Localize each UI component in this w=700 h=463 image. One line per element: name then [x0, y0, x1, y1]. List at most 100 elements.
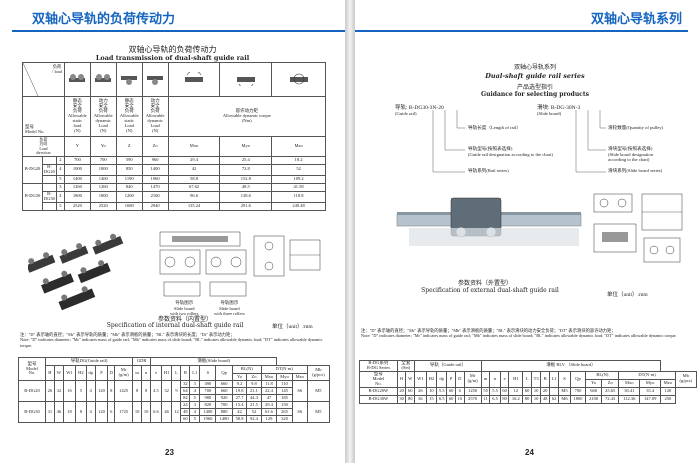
value-cell	[548, 386, 560, 396]
header-cell: Mr (g/m)	[463, 370, 482, 388]
thumb-cell	[141, 62, 169, 97]
header-cell: W1	[414, 370, 427, 388]
header-rule	[355, 30, 688, 32]
value-cell: M5	[558, 386, 571, 396]
value-cell: 150	[276, 401, 293, 409]
subheader-cell: Myo	[276, 373, 293, 381]
callout-quantity-pulley: 滑轮数量(Quantity of pulley)	[608, 125, 664, 130]
value-cell: M6	[558, 394, 571, 404]
value-cell: 58.8	[231, 415, 248, 423]
value-cell: 48	[180, 408, 191, 416]
value-cell: 31	[44, 401, 55, 423]
value-cell: 660	[215, 380, 233, 388]
value-cell: 20	[540, 386, 550, 396]
roller-count-cell: 2	[55, 156, 65, 165]
guide-rail-code: 导轨: B-DG30-3N-20	[395, 105, 444, 111]
value-cell: 920	[215, 394, 233, 402]
value-cell: 129	[260, 415, 278, 423]
value-cell: 660	[585, 386, 603, 396]
value-cell: 11	[480, 394, 491, 404]
value-cell: 2570	[463, 394, 482, 404]
value-cell: 152.8	[219, 174, 273, 184]
header-series: B-DG系列 B-DG Series	[359, 360, 398, 372]
thumb-cell	[271, 62, 326, 97]
page-header: 双轴心导轨的负荷传动力	[32, 12, 176, 27]
model-cell: B-DG30W	[359, 394, 398, 404]
header-cell: L	[522, 370, 532, 388]
corner-bottom-label: 型号 Model No.	[22, 96, 65, 137]
value-cell: 60	[446, 386, 456, 396]
header-cell: L1	[548, 370, 560, 388]
header-cell: Qp	[215, 365, 233, 381]
header-mb: Mb (g/pcs)	[674, 370, 698, 388]
header-mb: Mb (g/pcs)	[306, 365, 331, 381]
thumb-cell	[89, 62, 117, 97]
header-cell: m	[132, 365, 143, 381]
header-cell: S	[558, 370, 571, 388]
diagonal-line	[23, 63, 39, 96]
value-cell: 15	[425, 394, 437, 404]
value-cell: 80	[522, 394, 532, 404]
value-cell: 1960	[141, 174, 169, 184]
value-cell: 1250	[463, 386, 482, 396]
value-cell: 15.4	[231, 401, 248, 409]
value-cell: 60	[499, 386, 510, 396]
value-cell: 64	[180, 387, 191, 395]
value-cell: 20	[396, 386, 407, 396]
spec-title-en: Specification of internal dual-shaft gui…	[106, 322, 244, 329]
header-cell: H1	[508, 370, 524, 388]
value-cell: 12	[171, 401, 182, 423]
col-dynamic-load-2: 动力 安全 负荷 Allowable dynamic Load (N)	[141, 96, 169, 137]
subheader-cell: Mxo	[260, 373, 278, 381]
header-cell: m	[480, 370, 491, 388]
page-number: 24	[525, 448, 534, 457]
value-cell: 1000	[89, 164, 117, 176]
header-cell: 型号 Model No.	[359, 370, 398, 388]
subheader-cell: Mxo	[618, 379, 641, 388]
value-cell: 61.6	[260, 408, 278, 416]
header-set: 全套 (Set)	[396, 360, 416, 372]
value-cell: 60	[180, 415, 191, 423]
value-cell: 118.8	[271, 190, 326, 203]
value-cell: 138.6	[219, 190, 273, 203]
value-cell: 1680	[115, 201, 143, 211]
value-cell: 72.8	[219, 164, 273, 176]
value-cell: 1400	[89, 174, 117, 184]
page-24: 双轴心导轨系列 双轴心导轨系列 Dual-shaft guide rail se…	[354, 0, 700, 463]
sub-yo: Yo	[89, 136, 117, 157]
value-cell: 32	[53, 380, 64, 402]
value-cell: 3	[189, 380, 201, 388]
value-cell: 29.4	[260, 401, 278, 409]
spec-title-en: Specification of external dual-shaft gui…	[421, 287, 559, 294]
model-cell: B-DG20	[22, 156, 43, 184]
value-cell: 1960	[199, 415, 217, 423]
value-cell: 9.2	[231, 380, 248, 388]
value-cell: 35.4	[639, 386, 662, 396]
value-cell: 10	[425, 386, 437, 396]
sub-model-cell: B-DG30	[41, 190, 57, 203]
header-slide-board: 滑板(Slide board)	[150, 357, 278, 366]
value-cell: 109.2	[271, 174, 326, 184]
value-cell: 29.4	[167, 156, 221, 165]
value-cell: 16	[62, 380, 77, 402]
value-cell: 700	[63, 156, 91, 165]
value-cell: 980	[199, 394, 217, 402]
header-rule	[12, 30, 345, 32]
header-cell: W1	[62, 365, 77, 381]
value-cell: 1400	[199, 408, 217, 416]
load-direction-label: 负荷 方向 Load direction	[22, 136, 65, 157]
subheader-cell: Myo	[639, 379, 662, 388]
value-cell: 25.4	[219, 156, 273, 165]
value-cell: 700	[89, 156, 117, 165]
page-header: 双轴心导轨系列	[590, 12, 682, 27]
value-cell: S6	[291, 401, 308, 423]
value-cell: 4	[85, 380, 96, 402]
header-cell: D	[107, 365, 116, 381]
header-cell: S	[199, 365, 217, 381]
value-cell: 62	[548, 394, 560, 404]
value-cell: 72.43	[601, 394, 620, 404]
